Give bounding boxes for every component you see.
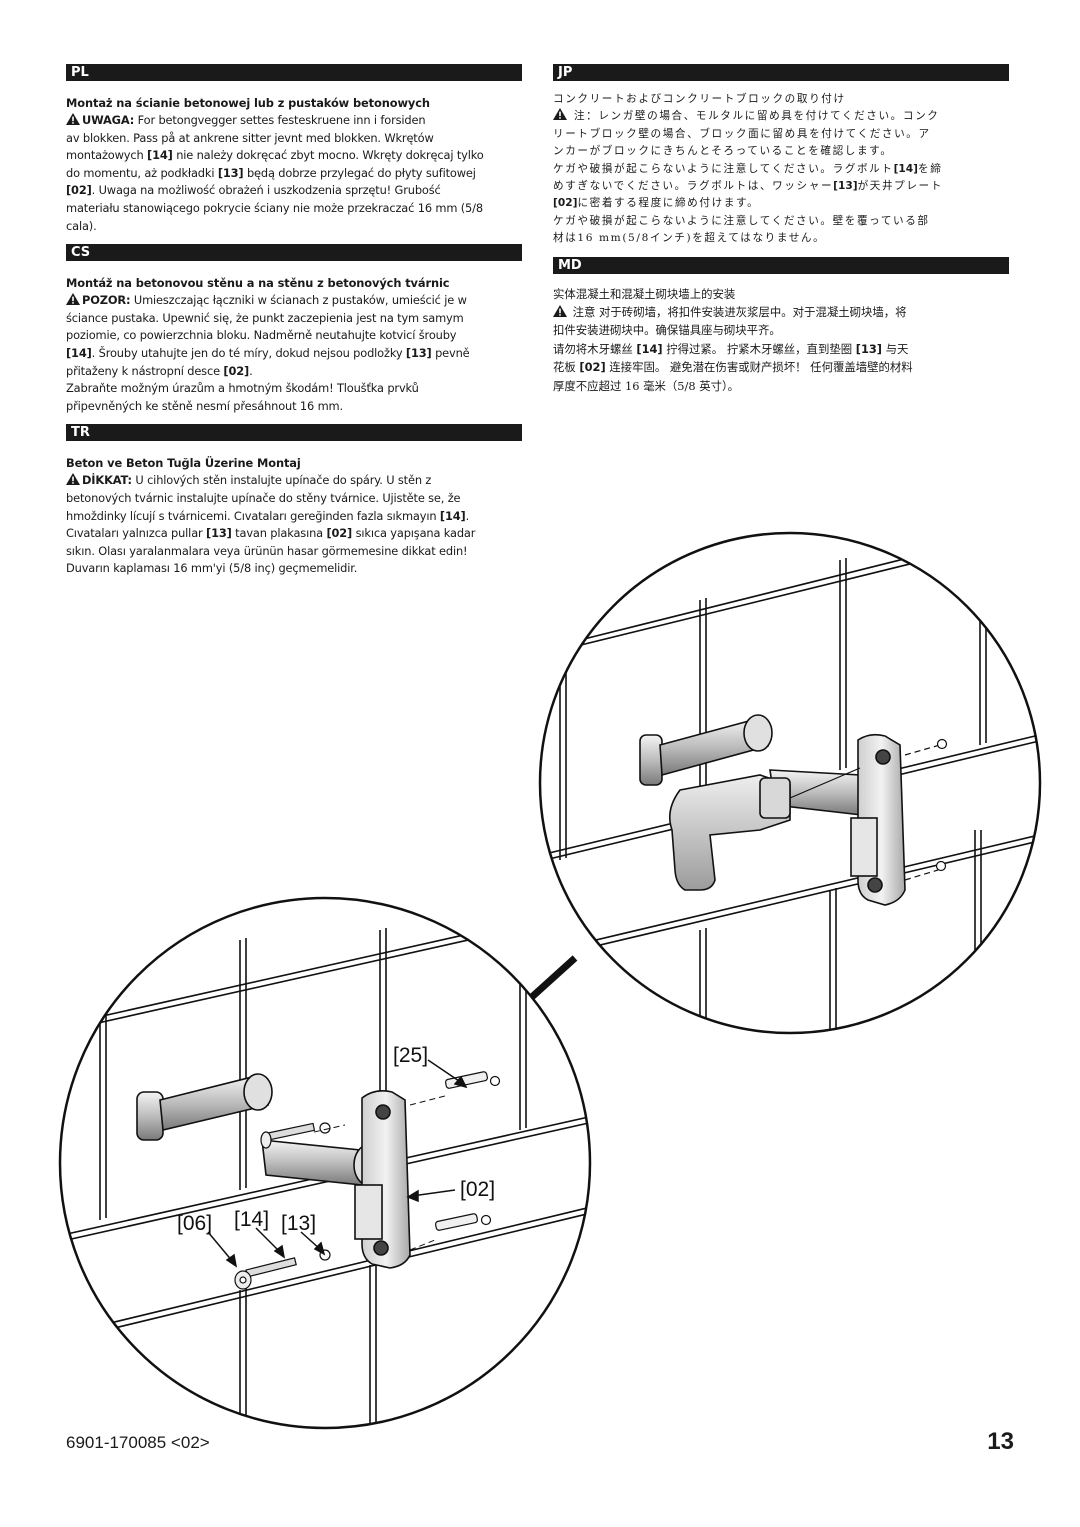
text-line: [14]. Šrouby utahujte jen do té míry, do… <box>66 345 470 360</box>
callout-02: [02] <box>460 1178 495 1201</box>
text-line: 请勿将木牙螺丝 [14] 拧得过紧。 拧紧木牙螺丝，直到垫圈 [13] 与天 <box>553 341 909 356</box>
wall-plate <box>850 733 906 906</box>
section-title-cs: Montáž na betonovou stěnu a na stěnu z b… <box>66 276 450 291</box>
anchor-icon <box>434 1071 501 1231</box>
text-line: U cihlových stěn instalujte upínače do s… <box>131 473 432 488</box>
text-line: Zabraňte možným úrazům a hmotným škodám!… <box>66 381 419 396</box>
text-line: 注：レンガ壁の場合、モルタルに留め具を付けてください。コンク <box>569 110 940 123</box>
text-line: For betongvegger settes festeskruene inn… <box>134 113 426 127</box>
section-pl: PL Montaż na ścianie betonowej lub z pus… <box>66 64 522 235</box>
text-line: ンカーがブロックにきちんとそろっていることを確認します。 <box>553 145 893 158</box>
section-header-tr: TR <box>66 424 522 442</box>
callout-25: [25] <box>393 1044 428 1067</box>
callout-13: [13] <box>281 1212 316 1235</box>
section-title-tr: Beton ve Beton Tuğla Üzerine Montaj <box>66 456 301 471</box>
warning-icon <box>553 305 567 318</box>
warning-icon <box>66 293 80 306</box>
document-code: 6901-170085 <02> <box>66 1433 210 1452</box>
mount-arm <box>639 714 863 816</box>
text-line: hmoždinky lícují s tvárnicemi. Cıvatalar… <box>66 508 470 523</box>
text-line: 厚度不应超过 16 毫米（5/8 英寸）。 <box>553 378 740 393</box>
dashed-guides <box>313 1095 446 1251</box>
text-line: ściance pustaka. Upewnić się, że punkt z… <box>66 310 464 325</box>
parts-detail-view: [25] [02] [06] [14] [13] <box>58 896 592 1430</box>
brick-wall <box>540 533 1040 1033</box>
section-text-md: 注意 对于砖砌墙，将扣件安装进灰浆层中。对于混凝土砌块墙，将 扣件安装进砌块中。… <box>553 303 1009 395</box>
callout-leaders <box>207 1059 468 1268</box>
text-line: cala). <box>66 218 97 233</box>
warning-icon <box>66 473 80 486</box>
text-line: めすぎないでください。ラグボルトは、ワッシャー[13]が天井プレート <box>553 180 943 193</box>
section-jp: JP コンクリートおよびコンクリートブロックの取り付け 注：レンガ壁の場合、モル… <box>553 64 1009 248</box>
page-number: 13 <box>987 1428 1014 1455</box>
section-cs: CS Montáž na betonovou stěnu a na stěnu … <box>66 244 522 415</box>
drilling-detail-view <box>538 531 1042 1035</box>
section-title-pl: Montaż na ścianie betonowej lub z pustak… <box>66 96 430 110</box>
warning-icon <box>553 108 567 121</box>
section-text-jp: 注：レンガ壁の場合、モルタルに留め具を付けてください。コンク リートブロック壁の… <box>553 108 1009 247</box>
text-line: av blokken. Pass på at ankrene sitter je… <box>66 130 434 145</box>
right-column: JP コンクリートおよびコンクリートブロックの取り付け 注：レンガ壁の場合、モル… <box>553 64 1009 404</box>
brick-wall <box>60 898 590 1428</box>
section-text-pl: UWAGA: For betongvegger settes festeskru… <box>66 112 522 235</box>
callout-06: [06] <box>177 1212 212 1235</box>
section-header-cs: CS <box>66 244 522 262</box>
text-line: Duvarın kaplaması 16 mm'yi (5/8 inç) geç… <box>66 561 358 576</box>
section-title-jp: コンクリートおよびコンクリートブロックの取り付け <box>553 93 846 105</box>
section-title-md: 实体混凝土和混凝土砌块墙上的安装 <box>553 286 736 301</box>
text-line: Umieszczając łączniki w ścianach z pusta… <box>130 293 467 308</box>
text-line: ケガや破損が起こらないように注意してください。壁を覆っている部 <box>553 214 930 227</box>
warning-label: DİKKAT: <box>82 473 132 488</box>
text-line: ケガや破損が起こらないように注意してください。ラグボルト[14]を締 <box>553 162 943 175</box>
section-text-cs: POZOR: Umieszczając łączniki w ścianach … <box>66 292 522 415</box>
lag-bolt-icon <box>234 1122 331 1290</box>
section-header-md: MD <box>553 256 1009 274</box>
text-line: poziomie, co powierzchnia bloku. Nadměrn… <box>66 328 457 343</box>
text-line: sıkın. Olası yaralanmalara veya ürünün h… <box>66 543 468 558</box>
text-line: 花板 [02] 连接牢固。 避免潜在伤害或财产损坏！ 任何覆盖墙壁的材料 <box>553 360 913 375</box>
text-line: 扣件安装进砌块中。确保锚具座与砌块平齐。 <box>553 323 781 338</box>
arrow-down-left-icon <box>505 955 578 1020</box>
text-line: [02]. Uwaga na możliwość obrażeń i uszko… <box>66 183 441 198</box>
text-line: připevněných ke stěně nesmí přesáhnout 1… <box>66 398 343 413</box>
text-line: [02]に密着する程度に締め付けます。 <box>553 197 760 210</box>
text-line: 注意 对于砖砌墙，将扣件安装进灰浆层中。对于混凝土砌块墙，将 <box>569 305 907 320</box>
text-line: přitaženy k nástropní desce [02]. <box>66 363 253 378</box>
warning-label: UWAGA: <box>82 113 135 127</box>
callout-14: [14] <box>234 1208 269 1231</box>
text-line: Cıvataları yalnızca pullar [13] tavan pl… <box>66 526 476 541</box>
section-header-jp: JP <box>553 64 1009 81</box>
text-line: materiału stanowiącego pokrycie ściany n… <box>66 200 483 215</box>
text-line: do momentu, aż podkładki [13] będą dobrz… <box>66 165 476 180</box>
text-line: montażowych [14] nie należy dokręcać zby… <box>66 148 484 163</box>
text-line: リートブロック壁の場合、ブロック面に留め具を付けてください。ア <box>553 127 931 140</box>
left-column: PL Montaż na ścianie betonowej lub z pus… <box>66 64 522 587</box>
warning-icon <box>66 113 80 125</box>
text-line: 材は16 mm(5/8インチ)を超えてはなりません。 <box>553 232 826 245</box>
mount-arm <box>136 1073 383 1186</box>
section-text-tr: DİKKAT: U cihlových stěn instalujte upín… <box>66 472 522 578</box>
power-drill-icon <box>669 767 861 891</box>
section-header-pl: PL <box>66 64 522 81</box>
text-line: betonových tvárnic instalujte upínače do… <box>66 490 461 505</box>
warning-label: POZOR: <box>82 293 131 308</box>
screw-markers <box>904 738 948 881</box>
section-md: MD 实体混凝土和混凝土砌块墙上的安装 注意 对于砖砌墙，将扣件安装进灰浆层中。… <box>553 256 1009 395</box>
wall-plate <box>354 1090 411 1269</box>
section-tr: TR Beton ve Beton Tuğla Üzerine Montaj D… <box>66 424 522 578</box>
